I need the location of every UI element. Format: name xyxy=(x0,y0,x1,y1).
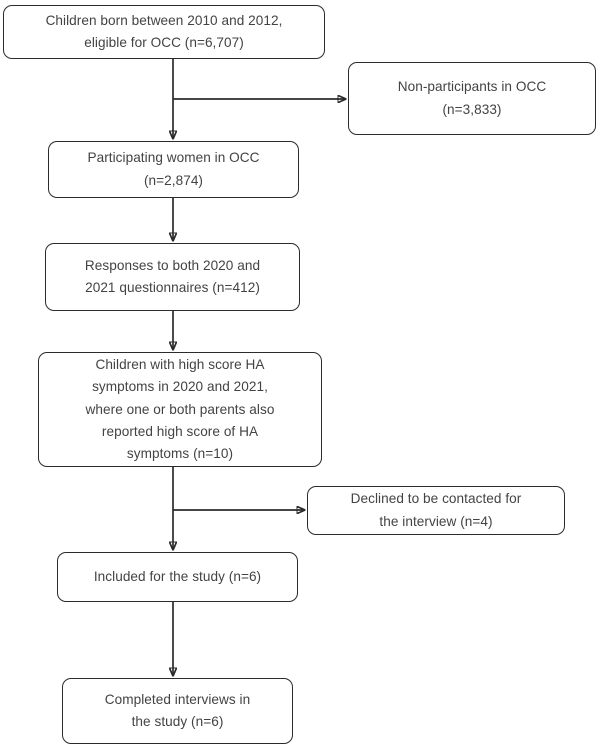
responses-questionnaires-box-label: Responses to both 2020 and 2021 question… xyxy=(84,257,261,295)
included-for-study-box-label: Included for the study (n=6) xyxy=(93,568,262,584)
completed-interviews-box-label: Completed interviews in the study (n=6) xyxy=(104,691,251,729)
declined-contact-box-label: Declined to be contacted for the intervi… xyxy=(350,491,522,529)
responses-questionnaires-box: Responses to both 2020 and 2021 question… xyxy=(45,243,300,311)
participating-women-box: Participating women in OCC (n=2,874) xyxy=(48,141,299,198)
eligible-children-box-label: Children born between 2010 and 2012, eli… xyxy=(45,12,283,50)
high-score-ha-symptoms-box: Children with high score HA symptoms in … xyxy=(38,352,322,467)
eligible-children-box: Children born between 2010 and 2012, eli… xyxy=(3,5,325,59)
completed-interviews-box: Completed interviews in the study (n=6) xyxy=(62,678,293,744)
included-for-study-box: Included for the study (n=6) xyxy=(57,552,298,602)
high-score-ha-symptoms-box-label: Children with high score HA symptoms in … xyxy=(85,357,275,461)
non-participants-box-label: Non-participants in OCC (n=3,833) xyxy=(397,79,547,117)
non-participants-box: Non-participants in OCC (n=3,833) xyxy=(348,62,596,135)
participating-women-box-label: Participating women in OCC (n=2,874) xyxy=(87,150,260,188)
declined-contact-box: Declined to be contacted for the intervi… xyxy=(307,486,565,535)
